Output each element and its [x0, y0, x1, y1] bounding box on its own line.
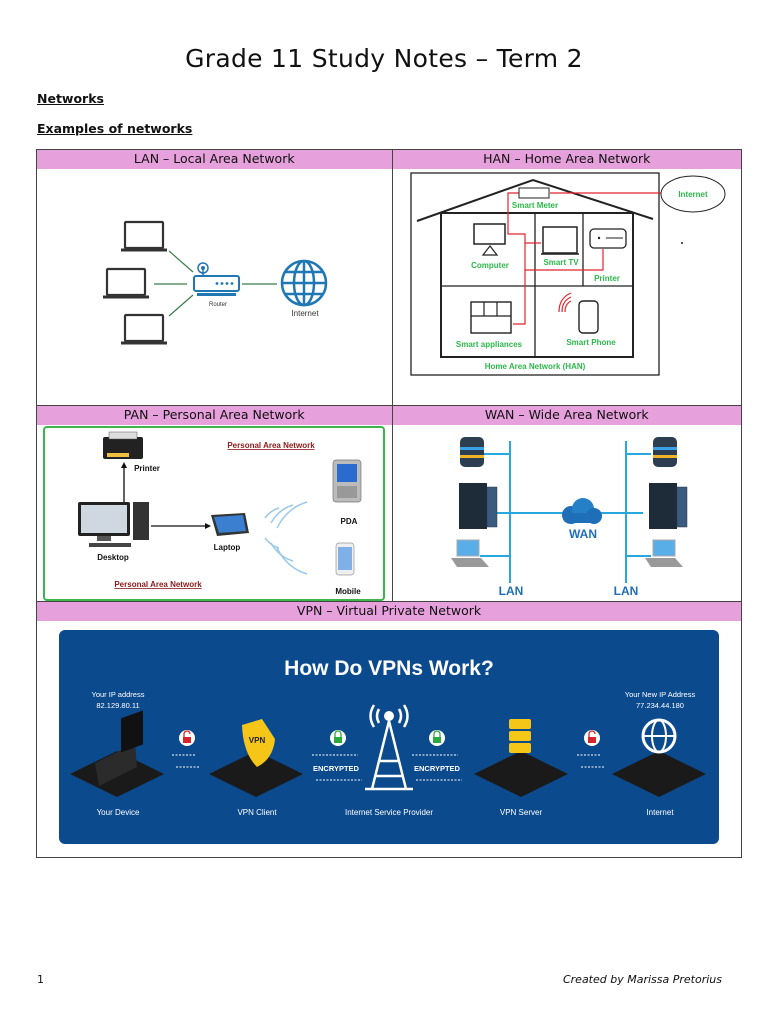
- new-ip-value: 77.234.44.180: [636, 701, 684, 710]
- router-icon: [193, 262, 240, 296]
- isp-tower-icon: [365, 704, 413, 791]
- computer-icon: [472, 223, 506, 256]
- your-ip-label: Your IP address: [92, 690, 145, 699]
- mobile-label: Mobile: [335, 587, 361, 596]
- vpn-header: VPN – Virtual Private Network: [37, 602, 741, 621]
- smart-phone-label: Smart Phone: [566, 338, 616, 347]
- lan-header: LAN – Local Area Network: [37, 150, 392, 169]
- page-number: 1: [37, 973, 44, 986]
- printer-icon: [588, 228, 627, 249]
- vpn-cell: VPN – Virtual Private Network How Do VPN…: [36, 601, 742, 858]
- printer-icon: [103, 431, 143, 459]
- vpn-shield-text: VPN: [249, 736, 266, 745]
- vpn-banner: [59, 630, 719, 844]
- wan-lan-left-label: LAN: [498, 584, 523, 598]
- desktop-label: Desktop: [97, 553, 129, 562]
- vpn-diagram: How Do VPNs Work? Your IP address 82.129…: [37, 621, 741, 857]
- pda-icon: [332, 459, 362, 503]
- internet-label: Internet: [678, 190, 708, 199]
- vpn-client-platform: VPN: [209, 719, 303, 797]
- document-title: Grade 11 Study Notes – Term 2: [185, 44, 583, 73]
- node-label-your-device: Your Device: [97, 808, 140, 817]
- node-label-vpn-client: VPN Client: [237, 808, 277, 817]
- wireless-signal-icon: [264, 501, 308, 575]
- unlocked-icon: [584, 730, 600, 746]
- pan-header: PAN – Personal Area Network: [37, 406, 392, 425]
- internet-platform: [612, 718, 706, 797]
- smart-tv-icon: [540, 226, 579, 255]
- mobile-icon: [335, 542, 355, 576]
- unlocked-icon: [179, 730, 195, 746]
- han-diagram: Smart Meter Internet Computer Smart TV: [392, 169, 741, 405]
- pda-label: PDA: [341, 517, 358, 526]
- smart-tv-label: Smart TV: [543, 258, 579, 267]
- wan-lan-right-label: LAN: [613, 584, 638, 598]
- vpn-server-platform: [474, 719, 568, 797]
- smart-appliances-label: Smart appliances: [455, 340, 522, 349]
- pan-cell: PAN – Personal Area Network Personal Are…: [36, 405, 393, 602]
- han-wires: [506, 192, 661, 325]
- database-icon: [652, 437, 677, 467]
- lan-diagram: Router Internet: [37, 169, 392, 405]
- printer-label: Printer: [594, 274, 620, 283]
- server-rack-icon: [458, 483, 497, 529]
- han-cell: HAN – Home Area Network: [391, 149, 742, 406]
- node-label-vpn-server: VPN Server: [500, 808, 543, 817]
- pan-title-bottom: Personal Area Network: [114, 580, 202, 589]
- wan-diagram: WAN LAN LAN: [392, 425, 741, 601]
- laptop-icon: [450, 539, 489, 567]
- globe-icon: [280, 259, 328, 307]
- wan-cloud-label: WAN: [569, 527, 597, 541]
- laptop-icon: [644, 539, 683, 567]
- database-icon: [459, 437, 484, 467]
- node-label-isp: Internet Service Provider: [345, 808, 433, 817]
- wan-header: WAN – Wide Area Network: [392, 406, 741, 425]
- laptop-icon: [121, 220, 167, 252]
- smart-appliance-icon: [469, 301, 512, 334]
- laptop-icon: [211, 513, 249, 536]
- pan-title-top: Personal Area Network: [227, 441, 315, 450]
- printer-label: Printer: [134, 464, 160, 473]
- new-ip-label: Your New IP Address: [625, 690, 696, 699]
- vpn-banner-title: How Do VPNs Work?: [284, 657, 494, 680]
- node-label-internet: Internet: [646, 808, 674, 817]
- locked-icon: [330, 730, 346, 746]
- cloud-icon: [561, 498, 602, 524]
- han-header: HAN – Home Area Network: [392, 150, 741, 169]
- internet-label: Internet: [291, 309, 319, 318]
- pan-diagram: Personal Area Network Printer: [37, 425, 392, 601]
- lan-cell: LAN – Local Area Network: [36, 149, 393, 406]
- laptop-icon: [121, 313, 167, 345]
- server-rack-icon: [648, 483, 687, 529]
- han-caption: Home Area Network (HAN): [484, 362, 585, 371]
- smartphone-icon: [577, 300, 599, 334]
- laptop-icon: [103, 267, 149, 299]
- connection-arrows: [154, 250, 277, 317]
- your-device-platform: [70, 710, 164, 797]
- router-label: Router: [209, 302, 227, 308]
- laptop-label: Laptop: [214, 543, 241, 552]
- computer-label: Computer: [471, 261, 509, 270]
- smart-meter-label: Smart Meter: [511, 201, 557, 210]
- wan-links: [479, 441, 651, 583]
- wifi-waves-icon: [557, 292, 571, 313]
- subsection-heading: Examples of networks: [37, 121, 193, 136]
- section-heading: Networks: [37, 91, 104, 106]
- your-ip-value: 82.129.80.11: [96, 701, 139, 710]
- locked-icon: [429, 730, 445, 746]
- network-examples-table: LAN – Local Area Network: [36, 149, 742, 858]
- wan-cell: WAN – Wide Area Network: [391, 405, 742, 602]
- encrypted-label-left: ENCRYPTED: [313, 764, 360, 773]
- encrypted-label-right: ENCRYPTED: [414, 764, 461, 773]
- author-credit: Created by Marissa Pretorius: [562, 973, 722, 986]
- desktop-icon: [78, 502, 149, 547]
- dashed-arrows: [172, 754, 605, 781]
